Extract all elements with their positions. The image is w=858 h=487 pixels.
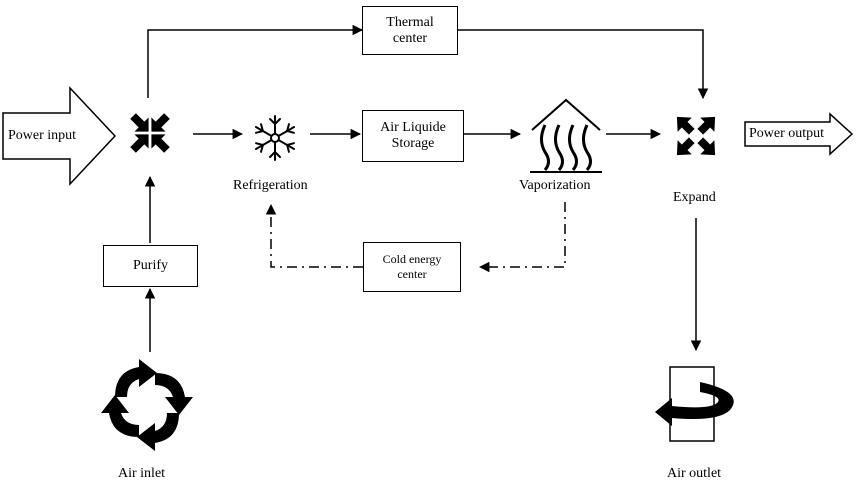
air-outlet-label: Air outlet xyxy=(667,466,722,481)
connector-thermal-to-expand xyxy=(458,29,709,100)
air-liquide-storage-label: Air Liquide Storage xyxy=(380,120,446,151)
power-output-label: Power output xyxy=(749,126,825,141)
purify-box: Purify xyxy=(103,245,198,287)
power-output-arrow xyxy=(744,112,854,156)
snowflake-icon xyxy=(254,115,296,161)
expand-label: Expand xyxy=(673,190,716,205)
power-input-arrow xyxy=(2,86,117,186)
purify-label: Purify xyxy=(133,258,168,273)
connector-cold-to-refrigeration xyxy=(265,203,363,268)
compress-arrows-icon xyxy=(130,113,170,153)
air-liquide-storage-box: Air Liquide Storage xyxy=(362,110,464,162)
power-input-label: Power input xyxy=(8,128,77,143)
vaporization-label: Vaporization xyxy=(519,178,591,193)
cold-energy-center-box: Cold energy center xyxy=(363,242,461,292)
connector-vaporization-to-cold xyxy=(478,202,566,273)
thermal-center-label: Thermal center xyxy=(386,14,434,46)
heat-waves-icon xyxy=(530,98,602,173)
connector-compress-to-thermal xyxy=(147,24,364,98)
connectors xyxy=(144,24,709,352)
curved-arrow-outlet-icon xyxy=(655,366,734,442)
air-inlet-label: Air inlet xyxy=(118,466,166,481)
cold-energy-center-label: Cold energy center xyxy=(382,252,442,281)
thermal-center-box: Thermal center xyxy=(362,6,458,55)
circular-arrows-icon xyxy=(101,359,193,451)
refrigeration-label: Refrigeration xyxy=(233,178,308,193)
expand-arrows-icon xyxy=(676,116,716,156)
